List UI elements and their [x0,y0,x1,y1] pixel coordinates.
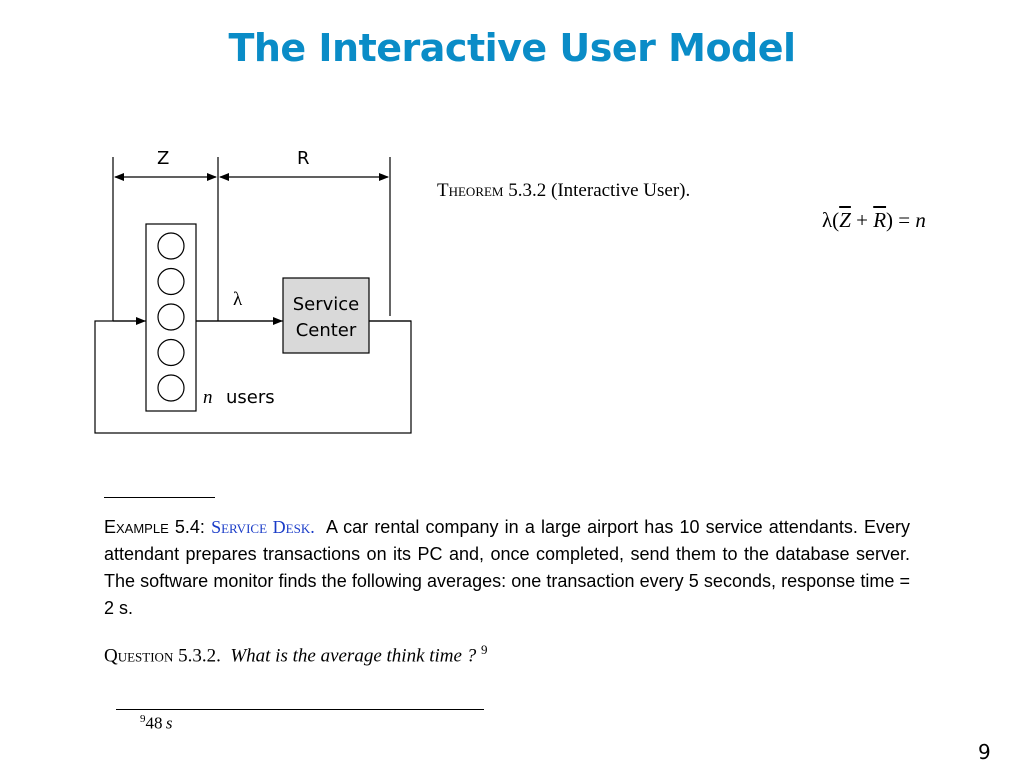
example-top-rule [104,497,215,498]
question-block: Question 5.3.2. What is the average thin… [104,642,487,667]
question-text: What is the average think time ? [230,645,477,667]
z-label: Z [157,148,169,169]
users-label: users [226,387,275,408]
formula-n: n [915,208,926,232]
example-name: Service Desk. [211,517,315,537]
theorem-name: (Interactive User). [551,180,691,201]
users-variable: n [203,387,213,408]
formula-z-bar: Z [839,208,851,232]
lambda-label: λ [233,289,243,310]
formula-r-bar: R [873,208,887,232]
footnote: 948 s [140,713,173,734]
user-circle [157,267,185,296]
formula-plus: + [850,208,874,232]
theorem-number: 5.3.2 [508,180,547,201]
user-circle [157,374,185,402]
service-input-arrow [273,317,283,325]
theorem-label: Theorem [437,180,504,201]
service-center-label-line2: Center [296,320,357,341]
footnote-marker: 9 [140,713,146,725]
user-circle [157,338,185,367]
user-circle [157,303,185,331]
interactive-user-model-diagram: Z R λ Service Center n users [94,148,412,434]
example-body: A car rental company in a large airport … [104,517,911,618]
footnote-unit: s [165,713,173,733]
user-circle [157,232,185,260]
footnote-rule [116,709,484,710]
example-number: 5.4: [174,517,205,537]
formula-lambda-open: λ( [822,208,840,232]
r-label: R [297,148,310,169]
question-label: Question [104,645,174,667]
service-center-box [282,277,370,354]
example-block: Example 5.4: Service Desk. A car rental … [104,514,910,622]
little-law-formula: λ(Z + R) = n [822,208,926,233]
r-arrow-left [219,173,229,181]
service-center-label-line1: Service [293,294,360,315]
slide-title: The Interactive User Model [228,26,796,70]
footnote-value: 48 [145,713,163,733]
page-number: 9 [978,740,991,764]
theorem-statement: Theorem 5.3.2 (Interactive User). [437,180,690,202]
question-number: 5.3.2. [178,645,221,667]
r-arrow-right [379,173,389,181]
z-arrow-right [207,173,217,181]
users-input-arrow [136,317,146,325]
z-arrow-left [114,173,124,181]
example-label: Example [104,517,169,537]
question-footnote-marker: 9 [480,642,488,657]
formula-close-equals: ) = [886,208,916,232]
user-circles [157,232,185,402]
